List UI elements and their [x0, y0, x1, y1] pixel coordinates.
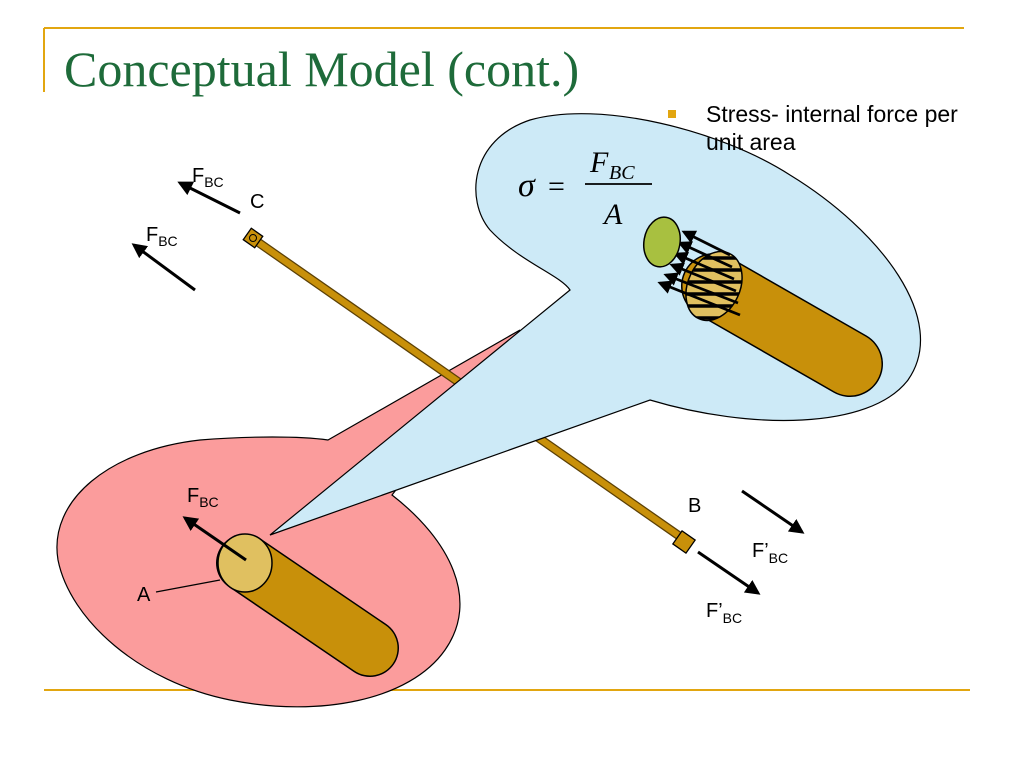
force-arrow-c-lower	[131, 243, 196, 292]
force-label-b-lower: F’BC	[706, 600, 742, 626]
stress-distribution-arrows	[657, 230, 741, 317]
force-arrow-b-right	[741, 489, 805, 534]
force-label-b-right: F’BC	[752, 540, 788, 566]
label-b: B	[688, 495, 701, 517]
cross-section-face-a	[217, 533, 273, 593]
bullet-item: Stress- internal force per unit area	[668, 100, 988, 156]
force-label-c-upper: FBC	[192, 165, 224, 190]
bullet-text: Stress- internal force per unit area	[706, 101, 958, 155]
label-a: A	[137, 584, 151, 606]
joint-c-bracket	[242, 227, 264, 249]
joint-b-bracket	[671, 529, 697, 555]
force-label-c-lower: FBC	[146, 224, 178, 249]
section-cylinder	[675, 250, 883, 397]
force-arrow-b-lower	[697, 550, 761, 595]
leader-line-a	[155, 579, 221, 593]
stress-symbol: σ	[518, 167, 536, 204]
equation-numerator: F	[589, 146, 609, 179]
force-arrow-c-upper	[177, 181, 241, 215]
equation-numerator-subscript: BC	[609, 162, 635, 184]
bullet-square-icon	[668, 110, 676, 118]
equation-denominator: A	[602, 198, 623, 231]
force-arrow-at-a	[182, 516, 247, 562]
joint-c-pin	[249, 234, 257, 242]
label-c: C	[250, 191, 264, 213]
blue-callout-bubble	[269, 113, 922, 536]
red-callout-bubble	[56, 329, 521, 708]
equals-sign: =	[548, 170, 565, 203]
force-label-a: FBC	[187, 485, 219, 510]
stress-face	[642, 216, 682, 268]
rod-cylinder	[216, 533, 399, 677]
slide-title: Conceptual Model (cont.)	[64, 41, 580, 97]
